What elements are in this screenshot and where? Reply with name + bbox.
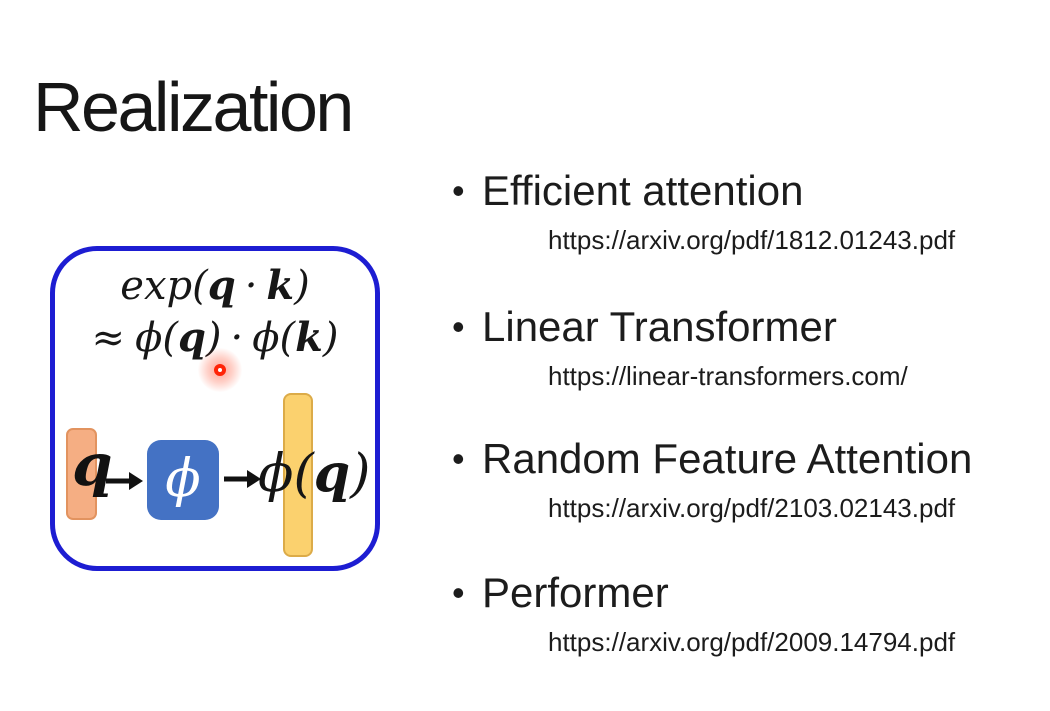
phi-close-a: ) (205, 315, 222, 361)
formula-k: k (266, 262, 295, 309)
reference-url: https://arxiv.org/pdf/2009.14794.pdf (548, 627, 956, 657)
reference-item: • Random Feature Attention https://arxiv… (452, 434, 1027, 524)
phi-mapper-box: ϕ (147, 440, 219, 520)
bullet-icon: • (452, 572, 465, 613)
formula-dot2: · (230, 315, 244, 361)
output-vector-label: ϕ(q) (258, 448, 370, 501)
phi-open-b: ϕ( (252, 315, 296, 361)
input-vector-bar (66, 428, 97, 520)
formula-q: q (207, 262, 236, 309)
attention-approximation-box (50, 246, 380, 571)
formula-line-1: exp(q·k) (50, 262, 380, 310)
reference-label: Performer (482, 569, 669, 616)
bullet-icon: • (452, 438, 465, 479)
reference-heading: • Efficient attention (452, 166, 1027, 216)
phi-open-a: ϕ( (135, 315, 178, 361)
reference-heading: • Linear Transformer (452, 302, 1027, 352)
reference-item: • Linear Transformer https://linear-tran… (452, 302, 1027, 392)
slide-title: Realization (33, 67, 354, 146)
reference-item: • Efficient attention https://arxiv.org/… (452, 166, 1027, 256)
approx-symbol: ≈ (91, 315, 126, 361)
formula-dot: · (244, 263, 258, 309)
output-phi-open: ϕ( (258, 444, 314, 504)
phi-mapper-label: ϕ (165, 449, 201, 509)
arrow-right-icon (224, 470, 261, 488)
formula-line-2: ≈ϕ(q)·ϕ(k) (50, 314, 380, 362)
formula-close: ) (294, 263, 310, 309)
arrow-right-icon (106, 472, 143, 490)
output-close: ) (350, 444, 371, 504)
input-vector-label: q (72, 431, 113, 499)
reference-label: Efficient attention (482, 167, 804, 214)
formula-exp-open: exp( (120, 263, 208, 309)
formula-k2: k (295, 314, 323, 361)
reference-url: https://arxiv.org/pdf/2103.02143.pdf (548, 493, 956, 523)
phi-close-b: ) (322, 315, 339, 361)
output-arg: q (313, 443, 351, 504)
output-vector-bar (283, 393, 313, 557)
reference-heading: • Random Feature Attention (452, 434, 1027, 484)
reference-item: • Performer https://arxiv.org/pdf/2009.1… (452, 568, 1027, 658)
bullet-icon: • (452, 306, 465, 347)
bullet-icon: • (452, 170, 465, 211)
formula-q2: q (177, 314, 206, 361)
reference-heading: • Performer (452, 568, 1027, 618)
laser-pointer-icon (214, 364, 226, 376)
reference-url: https://linear-transformers.com/ (548, 361, 908, 391)
reference-url: https://arxiv.org/pdf/1812.01243.pdf (548, 225, 956, 255)
reference-label: Random Feature Attention (482, 435, 973, 482)
reference-label: Linear Transformer (482, 303, 837, 350)
